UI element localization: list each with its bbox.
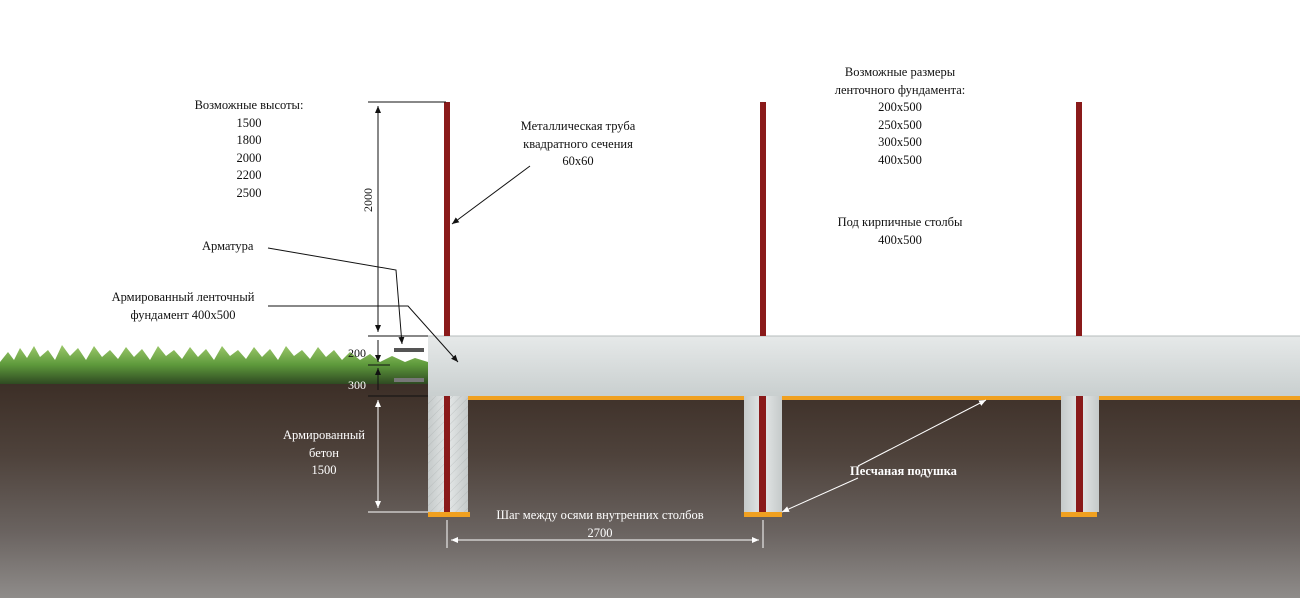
post-right (1076, 102, 1082, 336)
strip-label-line2: фундамент 400x500 (130, 307, 236, 322)
pipe-label: Металлическая труба квадратного сечения … (500, 118, 656, 171)
size-value: 400x500 (878, 152, 922, 167)
height-value: 2500 (236, 185, 262, 200)
concrete-label-line2: бетон (309, 445, 339, 460)
pipe-label-line3: 60x60 (562, 154, 594, 168)
size-value: 300x500 (878, 135, 922, 149)
strip-label: Армированный ленточный фундамент 400x500 (92, 289, 274, 324)
post-middle (760, 102, 766, 336)
height-value: 1500 (236, 115, 262, 130)
height-value: 2200 (236, 168, 262, 182)
dim-concrete (368, 400, 428, 513)
strip-label-line1: Армированный ленточный (111, 290, 255, 304)
step-label-line1: Шаг между осями внутренних столбов (496, 508, 704, 522)
post-left (444, 102, 450, 336)
height-value: 2000 (236, 150, 262, 165)
brick-label-line1: Под кирпичные столбы (837, 215, 963, 229)
grass (0, 345, 428, 384)
brick-label: Под кирпичные столбы 400x500 (820, 214, 980, 249)
pipe-label-line2: квадратного сечения (523, 136, 633, 151)
pipe-label-line1: Металлическая труба (520, 119, 636, 133)
concrete-label-line1: Армированный (283, 428, 365, 442)
dim-strip-upper-label: 200 (348, 346, 366, 360)
sand-layer (468, 396, 1300, 400)
sizes-title-line2: ленточного фундамента: (834, 82, 966, 97)
height-value: 1800 (236, 133, 262, 147)
leader-sand-bottom (781, 477, 859, 513)
brick-label-line2: 400x500 (878, 232, 922, 247)
leader-pipe (451, 165, 531, 225)
strip-foundation (428, 336, 1300, 396)
sizes-title-line1: Возможные размеры (844, 65, 956, 79)
dim-strip-lower-label: 300 (348, 378, 366, 392)
column-middle (744, 396, 782, 517)
heights-title: Возможные высоты: (194, 98, 304, 112)
leader-rebar (267, 247, 405, 345)
dim-post-height (368, 101, 446, 337)
rebar-lower (394, 378, 424, 382)
dim-step (446, 520, 764, 548)
step-label-line2: 2700 (587, 525, 613, 540)
heights-list: Возможные высоты: 1500 1800 2000 2200 25… (182, 97, 316, 202)
concrete-label-line3: 1500 (311, 463, 337, 477)
sizes-list: Возможные размеры ленточного фундамента:… (820, 64, 980, 169)
soil (0, 378, 1300, 598)
dim-strip (368, 340, 428, 397)
step-label: Шаг между осями внутренних столбов 2700 (470, 507, 730, 542)
leader-strip (268, 305, 459, 363)
column-left (428, 396, 470, 517)
concrete-label: Армированный бетон 1500 (272, 427, 376, 480)
leader-sand-top (857, 399, 987, 467)
rebar-label: Арматура (202, 239, 254, 253)
size-value: 250x500 (878, 117, 922, 132)
rebar-upper (394, 348, 424, 352)
column-right (1061, 396, 1099, 517)
size-value: 200x500 (878, 100, 922, 114)
dim-post-height-label: 2000 (361, 188, 375, 212)
sand-label: Песчаная подушка (850, 464, 957, 478)
